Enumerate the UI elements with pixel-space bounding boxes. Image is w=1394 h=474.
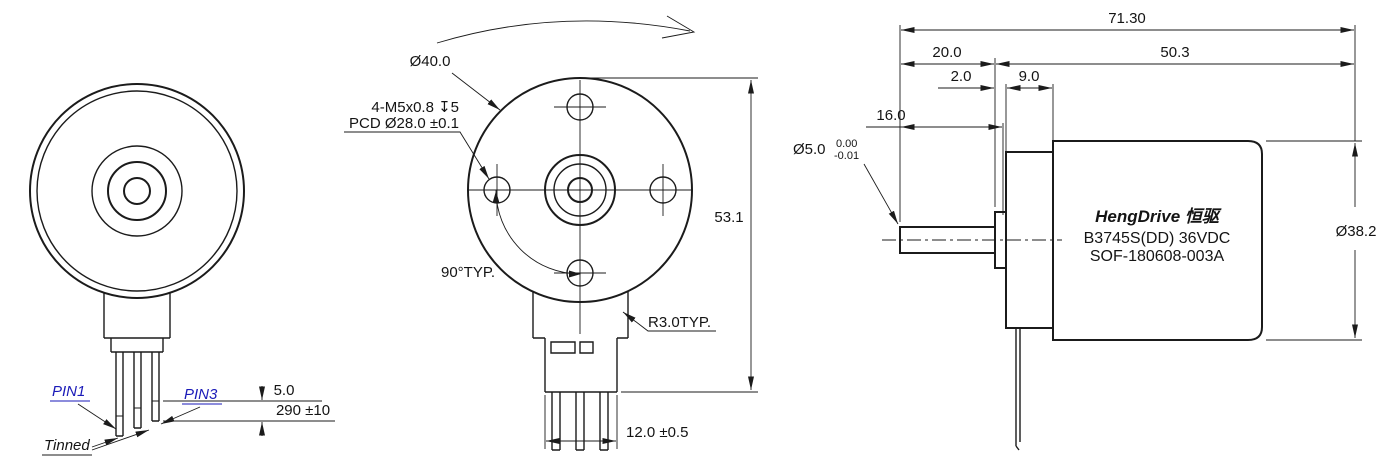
pcd-leader: [344, 131, 490, 180]
body-diameter-dim: Ø38.2: [1336, 223, 1377, 240]
shaft-outline: [899, 226, 995, 254]
nameplate-brand: HengDrive 恒驱: [1095, 207, 1222, 226]
shaft-tol-lower: -0.01: [834, 150, 859, 162]
diameter-leader: [451, 72, 501, 111]
mounting-hole-right: [649, 176, 677, 204]
connector-steps: [103, 293, 171, 353]
pin1-label: PIN1: [52, 383, 85, 400]
connector-width-dim: 12.0 ±0.5: [626, 424, 688, 441]
tinned-label: Tinned: [44, 437, 90, 454]
bearing-boss: [107, 161, 167, 221]
boss-thickness-dim: 2.0: [951, 68, 972, 85]
motor-body-outline: [29, 83, 245, 299]
connector-pins: [551, 392, 609, 451]
thread-note: 4-M5x0.8 ↧5: [371, 99, 459, 116]
back-view: PIN1 PIN3 Tinned 5.0 290 ±10: [29, 83, 335, 456]
shaft-tol-upper: 0.00: [836, 138, 857, 150]
front-view: 90°TYP. Ø40.0 4-M5x0.8 ↧5 PCD Ø28.0 ±0.1…: [344, 15, 758, 451]
tinned-leader-2: [91, 429, 150, 451]
tip-length-dim: 5.0: [274, 382, 295, 399]
pcd-note: PCD Ø28.0 ±0.1: [349, 115, 459, 132]
front-length-dim: 20.0: [932, 44, 961, 61]
lead-wires: [115, 352, 160, 437]
dim-extension-lines: [899, 25, 1362, 341]
flange-length-dim: 9.0: [1019, 68, 1040, 85]
angle-arrow-left: [492, 191, 500, 203]
rotation-arrowhead: [661, 15, 696, 39]
nameplate-model: B3745S(DD) 36VDC: [1084, 230, 1231, 247]
motor-body-side: [1052, 140, 1263, 341]
shaft-diameter-dim: Ø5.0: [793, 141, 826, 158]
tin-boundary-marks: [116, 400, 159, 417]
front-diameter-dim: Ø40.0: [410, 53, 451, 70]
hub-ring: [91, 145, 183, 237]
width-dim-extensions: [544, 395, 618, 449]
angle-arrow-bottom: [569, 270, 581, 278]
shaft-hole: [123, 177, 151, 205]
shaft-dim-leader: [863, 163, 899, 225]
side-view: 71.30 20.0 50.3 2.0 9.0 16.0 Ø5.0 0.00 -…: [793, 10, 1377, 451]
height-dim: 53.1: [714, 209, 743, 226]
connector-slots: [550, 341, 594, 354]
overall-length-dim: 71.30: [1108, 10, 1146, 27]
pin1-leader: [77, 403, 117, 430]
tinned-leader-1: [91, 437, 119, 448]
wire-dim-extensions: [163, 400, 335, 422]
wire-length-dim: 290 ±10: [276, 402, 330, 419]
body-length-dim: 50.3: [1160, 44, 1189, 61]
shaft-flat-dim: 16.0: [876, 107, 905, 124]
angle-note: 90°TYP.: [441, 264, 495, 281]
angle-arc: [495, 189, 581, 275]
sensor-wire: [1015, 328, 1021, 451]
fillet-leader: [622, 311, 716, 332]
motor-body-rim: [36, 90, 238, 292]
rotation-arc: [436, 20, 691, 44]
pin3-label: PIN3: [184, 386, 218, 403]
fillet-note: R3.0TYP.: [648, 314, 711, 331]
mounting-hole-top: [566, 93, 594, 121]
height-dim-extensions: [586, 77, 758, 393]
nameplate-code: SOF-180608-003A: [1090, 248, 1225, 265]
centerlines: [469, 80, 691, 334]
